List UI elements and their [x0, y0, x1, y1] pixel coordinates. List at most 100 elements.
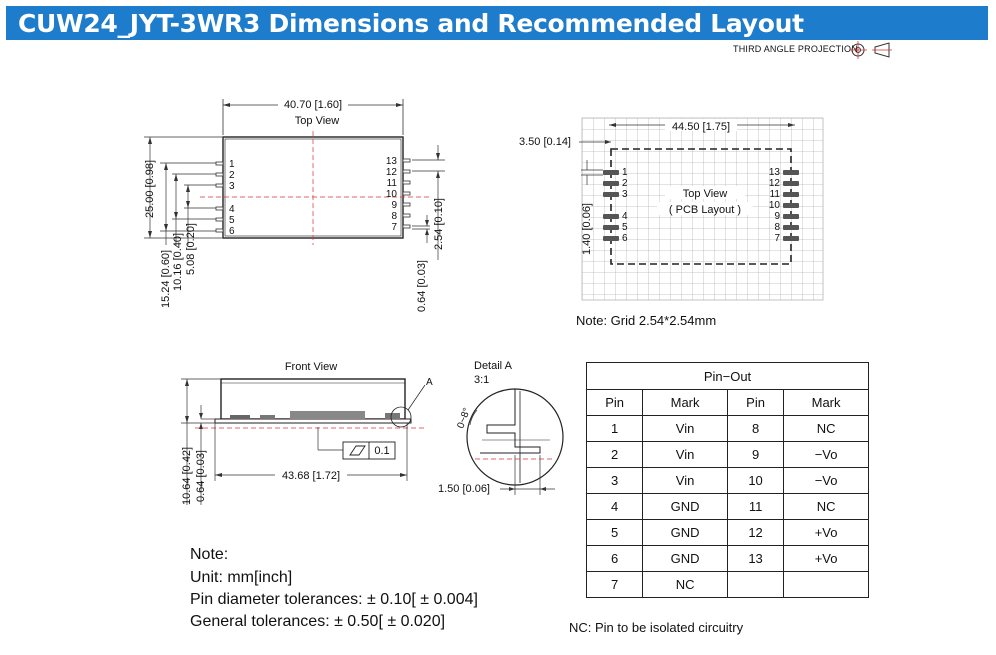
- pinout-header-row: Pin Mark Pin Mark: [585, 389, 869, 416]
- nc-note: NC: Pin to be isolated circuitry: [569, 620, 744, 635]
- pcb-left-pin-6: 6: [622, 233, 628, 244]
- pinout-cell: 6: [585, 545, 644, 572]
- pinout-header: Mark: [642, 389, 728, 416]
- notes-unit: Unit: mm[inch]: [190, 569, 293, 586]
- top-pitch-c-dim: 5.08 [0.20]: [185, 223, 197, 275]
- top-width-dim: 40.70 [1.60]: [284, 99, 342, 111]
- pcb-right-pin-13: 13: [769, 167, 781, 178]
- pinout-header: Pin: [726, 389, 785, 416]
- pinout-cell: 11: [726, 493, 785, 520]
- top-left-pin-5: 5: [229, 215, 235, 226]
- front-height-dim: 10.64 [0.42]: [181, 447, 193, 505]
- flatness-value: 0.1: [374, 445, 389, 457]
- table-row: 2 Vin 9 −Vo: [585, 441, 869, 468]
- pinout-cell: 3: [585, 467, 644, 494]
- pinout-cell: GND: [642, 493, 728, 520]
- top-right-pin-12: 12: [386, 167, 398, 178]
- pinout-cell: 10: [726, 467, 785, 494]
- pinout-cell: [726, 571, 785, 598]
- pcb-right-pin-10: 10: [769, 200, 781, 211]
- top-left-pin-2: 2: [229, 170, 235, 181]
- top-right-pin-11: 11: [387, 178, 398, 189]
- pinout-title: Pin−Out: [586, 362, 869, 390]
- pinout-cell: +Vo: [783, 545, 869, 572]
- page-title: CUW24_JYT-3WR3 Dimensions and Recommende…: [18, 9, 804, 38]
- pcb-view-label: Top View: [683, 188, 727, 200]
- pcb-layout-sublabel: ( PCB Layout ): [669, 204, 741, 216]
- pinout-cell: 2: [585, 441, 644, 468]
- pcb-left-pin-1: 1: [622, 167, 628, 178]
- notes-general-tolerance: General tolerances: ± 0.50[ ± 0.020]: [190, 613, 446, 630]
- pinout-cell: Vin: [642, 441, 728, 468]
- pinout-cell: [783, 571, 869, 598]
- top-height-dim: 25.00 [0.98]: [144, 160, 156, 218]
- front-length-dim: 43.68 [1.72]: [282, 470, 340, 482]
- pinout-header: Mark: [783, 389, 869, 416]
- pinout-cell: 8: [726, 415, 785, 442]
- projection-label: THIRD ANGLE PROJECTION: [733, 44, 858, 54]
- pinout-header: Pin: [585, 389, 644, 416]
- pinout-cell: −Vo: [783, 441, 869, 468]
- detail-a-marker: A: [426, 377, 433, 388]
- pcb-right-pin-8: 8: [774, 222, 780, 233]
- top-pitch-a-dim: 15.24 [0.60]: [160, 250, 172, 308]
- top-view-label: Top View: [295, 115, 339, 127]
- pcb-left-pin-4: 4: [622, 211, 628, 222]
- pcb-right-pin-7: 7: [774, 233, 780, 244]
- pinout-title-row: Pin−Out: [586, 362, 869, 390]
- pinout-cell: 1: [585, 415, 644, 442]
- top-left-pin-1: 1: [229, 159, 235, 170]
- front-view-label: Front View: [285, 361, 337, 373]
- title-bar: CUW24_JYT-3WR3 Dimensions and Recommende…: [6, 6, 988, 40]
- pinout-cell: Vin: [642, 467, 728, 494]
- detail-a-scale: 3:1: [474, 374, 489, 386]
- table-row: 6 GND 13 +Vo: [585, 545, 869, 572]
- pinout-cell: 5: [585, 519, 644, 546]
- pinout-cell: NC: [783, 493, 869, 520]
- flatness-icon: [349, 445, 366, 456]
- pcb-width-dim: 44.50 [1.75]: [672, 121, 730, 133]
- pinout-table: Pin−Out Pin Mark Pin Mark 1 Vin 8 NC 2 V…: [585, 362, 869, 598]
- pinout-cell: GND: [642, 519, 728, 546]
- top-left-pin-3: 3: [229, 181, 235, 192]
- top-pitch-b-dim: 10.16 [0.40]: [172, 233, 184, 291]
- table-row: 4 GND 11 NC: [585, 493, 869, 520]
- top-left-pin-6: 6: [229, 226, 235, 237]
- front-pin-dim: 0.64 [0.03]: [195, 450, 207, 502]
- pcb-left-pin-2: 2: [622, 178, 628, 189]
- pinout-cell: NC: [783, 415, 869, 442]
- top-left-pin-4: 4: [229, 204, 235, 215]
- top-right-pitch-dim: 2.54 [0.10]: [433, 198, 445, 250]
- top-pin-width-dim: 0.64 [0.03]: [416, 260, 428, 312]
- table-row: 7 NC: [585, 571, 869, 598]
- table-row: 3 Vin 10 −Vo: [585, 467, 869, 494]
- detail-a-width-dim: 1.50 [0.06]: [438, 483, 490, 495]
- pcb-hole-dim: 1.40 [0.06]: [581, 203, 593, 255]
- table-row: 5 GND 12 +Vo: [585, 519, 869, 546]
- detail-a-title: Detail A: [474, 360, 513, 372]
- pinout-cell: 12: [726, 519, 785, 546]
- pcb-right-pin-12: 12: [769, 178, 781, 189]
- notes-heading: Note:: [190, 546, 229, 563]
- pcb-left-pin-5: 5: [622, 222, 628, 233]
- pinout-cell: 4: [585, 493, 644, 520]
- pcb-offset-dim: 3.50 [0.14]: [519, 136, 571, 148]
- grid-note: Note: Grid 2.54*2.54mm: [576, 313, 717, 328]
- top-right-pin-7: 7: [391, 222, 397, 233]
- top-right-pin-10: 10: [386, 189, 398, 200]
- pinout-cell: GND: [642, 545, 728, 572]
- third-angle-projection-icon: [849, 41, 892, 59]
- pinout-cell: 7: [585, 571, 644, 598]
- notes-pin-tolerance: Pin diameter tolerances: ± 0.10[ ± 0.004…: [190, 591, 478, 608]
- pinout-cell: 13: [726, 545, 785, 572]
- table-row: 1 Vin 8 NC: [585, 415, 869, 442]
- top-right-pin-8: 8: [391, 211, 397, 222]
- detail-a-drawing: Detail A 3:1 0~8° 1.50 [0.06]: [438, 360, 564, 495]
- pcb-left-pin-3: 3: [622, 189, 628, 200]
- pinout-cell: −Vo: [783, 467, 869, 494]
- pinout-cell: NC: [642, 571, 728, 598]
- top-right-pin-9: 9: [391, 200, 397, 211]
- pinout-cell: +Vo: [783, 519, 869, 546]
- front-view-drawing: Front View A 43.68 [1.72] 10.64 [0.42] 0…: [181, 361, 433, 505]
- pcb-right-pin-11: 11: [770, 189, 781, 200]
